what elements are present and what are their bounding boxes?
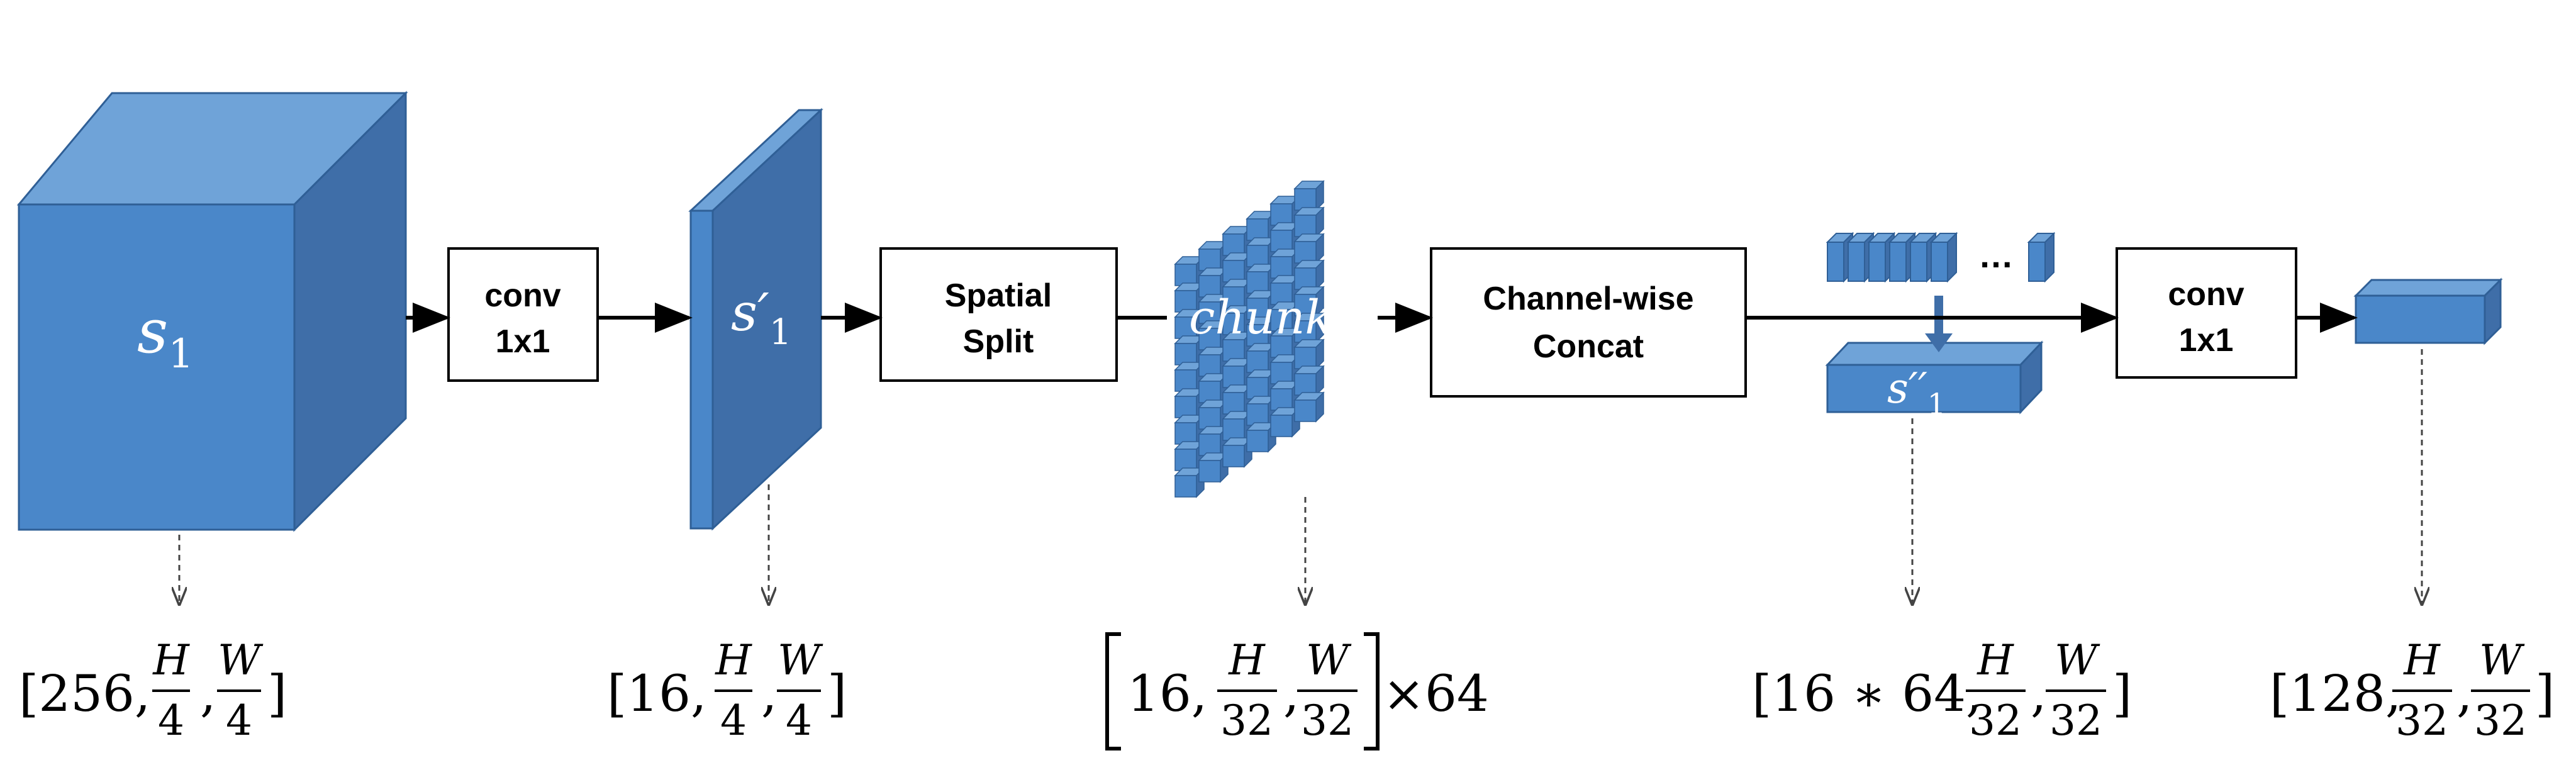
channel-concat-box: Channel-wise Concat — [1430, 247, 1747, 398]
svg-text:,: , — [200, 664, 216, 723]
chunk-tile — [1293, 286, 1325, 317]
svg-text:32: 32 — [2049, 696, 2102, 745]
ellipsis-dots: … — [1978, 235, 2014, 275]
svg-text:[128,: [128, — [2270, 664, 2401, 723]
svg-text:4: 4 — [786, 696, 812, 745]
svg-text:]: ] — [827, 664, 847, 723]
shape-label-5: [128, H 32 , W 32 ] — [2270, 636, 2555, 745]
svg-text:×64: ×64 — [1383, 664, 1489, 723]
conv2-line2: 1x1 — [2179, 322, 2234, 359]
svg-text:[256,: [256, — [19, 664, 150, 723]
svg-text:32: 32 — [1301, 696, 1354, 745]
conv1x1-box-1: conv 1x1 — [447, 247, 599, 382]
small-chunk — [2027, 232, 2056, 283]
svg-text:32: 32 — [1220, 696, 1273, 745]
chunk-tile — [1222, 304, 1253, 336]
chunk-tile — [1174, 467, 1205, 498]
shape-label-4: [16 ∗ 64, H 32 , W 32 ] — [1752, 636, 2132, 745]
svg-text:[16,: [16, — [607, 664, 706, 723]
small-chunk-row — [1826, 232, 2056, 283]
svg-text:]: ] — [2112, 664, 2132, 723]
shape-label-1: [256, H 4 , W 4 ] — [19, 636, 287, 745]
concat-line2: Concat — [1533, 328, 1644, 365]
chunk-tile — [1174, 388, 1205, 419]
output-volume — [2353, 277, 2503, 345]
spatial-split-box: Spatial Split — [879, 247, 1118, 382]
svg-text:W: W — [2479, 636, 2525, 684]
svg-text:W: W — [2055, 636, 2100, 684]
concat-down-arrow-head — [1925, 333, 1953, 352]
s1-double-prime-front-face — [1826, 364, 2022, 413]
dashed-leaders — [179, 349, 2422, 604]
small-chunk — [1929, 232, 1958, 283]
chunk-tile — [1198, 320, 1229, 351]
chunk-tile — [1198, 240, 1229, 272]
conv1x1-box-2: conv 1x1 — [2116, 247, 2297, 379]
svg-text:,: , — [761, 664, 777, 723]
chunk-grid — [1174, 180, 1325, 498]
chunk-tile — [1293, 365, 1325, 396]
chunk-tile — [1222, 437, 1253, 468]
chunk-tile — [1246, 210, 1277, 242]
svg-text:]: ] — [2535, 664, 2555, 723]
s1-prime-front-face — [689, 209, 714, 530]
chunk-tile — [1269, 406, 1301, 438]
output-front-face — [2355, 294, 2486, 344]
svg-text:4: 4 — [720, 696, 747, 745]
conv1-line2: 1x1 — [496, 323, 550, 360]
chunk-tile — [1293, 233, 1325, 264]
svg-text:32: 32 — [1969, 696, 2022, 745]
svg-text:32: 32 — [2474, 696, 2527, 745]
svg-text:,: , — [2031, 664, 2046, 723]
split-line1: Spatial — [945, 277, 1052, 314]
concat-line1: Channel-wise — [1483, 281, 1693, 317]
svg-text:32: 32 — [2395, 696, 2448, 745]
svg-text:H: H — [2403, 636, 2441, 684]
svg-text:W: W — [1306, 636, 1352, 684]
s1-volume: s1 — [16, 91, 408, 532]
s1-double-prime-volume: s′′1 — [1825, 340, 2044, 421]
svg-text:H: H — [152, 636, 190, 684]
svg-text:4: 4 — [158, 696, 184, 745]
s1-label: s1 — [137, 296, 194, 377]
chunk-label: chunk1 — [1189, 291, 1353, 354]
s1-double-prime-label: s′′1 — [1887, 364, 1946, 421]
chunk-tile — [1293, 259, 1325, 291]
split-line2: Split — [963, 323, 1034, 360]
chunk-tile — [1293, 206, 1325, 238]
s1-front-face — [18, 203, 296, 531]
chunk-tile — [1293, 338, 1325, 370]
svg-text:W: W — [778, 636, 823, 684]
svg-text:,: , — [2456, 664, 2472, 723]
chunk-tile — [1293, 391, 1325, 423]
svg-text:H: H — [715, 636, 752, 684]
svg-text:4: 4 — [226, 696, 252, 745]
chunk-tile — [1293, 180, 1325, 211]
chunk-tile — [1293, 312, 1325, 343]
s1-prime-volume: s′1 — [688, 108, 823, 531]
chunk-tile — [1246, 421, 1277, 453]
svg-text:H: H — [1228, 636, 1266, 684]
output-top-face — [2353, 279, 2503, 297]
svg-text:W: W — [218, 636, 264, 684]
chunk-tile — [1269, 380, 1301, 411]
shape-label-2: [16, H 4 , W 4 ] — [607, 636, 847, 745]
conv2-line1: conv — [2168, 276, 2244, 313]
svg-text:16,: 16, — [1127, 664, 1207, 723]
chunk-tile — [1269, 274, 1301, 306]
svg-text:]: ] — [267, 664, 287, 723]
shape-label-3: 16, H 32 , W 32 ×64 — [1105, 632, 1489, 750]
s1-prime-label: s′1 — [731, 283, 791, 353]
svg-text:,: , — [1283, 664, 1299, 723]
conv1-line1: conv — [484, 277, 560, 314]
svg-text:[16 ∗ 64,: [16 ∗ 64, — [1752, 664, 1982, 723]
svg-text:H: H — [1977, 636, 2014, 684]
